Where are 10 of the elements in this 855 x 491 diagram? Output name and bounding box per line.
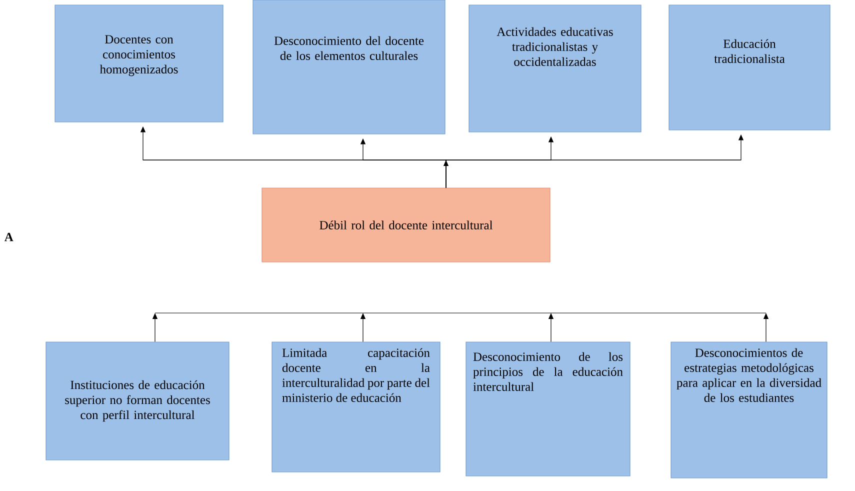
cause-box: Limitada capacitación docente en la interculturalidad por parte del ministerio de educación: [272, 342, 440, 472]
effect-box: Desconocimiento del docente de los elementos culturales: [252, 0, 446, 134]
problem-box: Débil rol del docente intercultural: [262, 188, 550, 262]
cause-box: Desconocimientos de estrategias metodológicas para aplicar en la diversidad de los estudiantes: [670, 342, 828, 478]
effect-box: Actividades educativas tradicionalistas y occidentalizadas: [468, 4, 642, 132]
cause-box: Instituciones de educación superior no forman docentes con perfil intercultural: [46, 342, 230, 460]
effect-box: Educación tradicionalista: [668, 4, 830, 130]
letter-label: A: [4, 232, 14, 242]
effect-box: Docentes con conocimientos homogenizados: [54, 4, 224, 122]
cause-box: Desconocimiento de los principios de la educación intercultural: [466, 342, 630, 476]
